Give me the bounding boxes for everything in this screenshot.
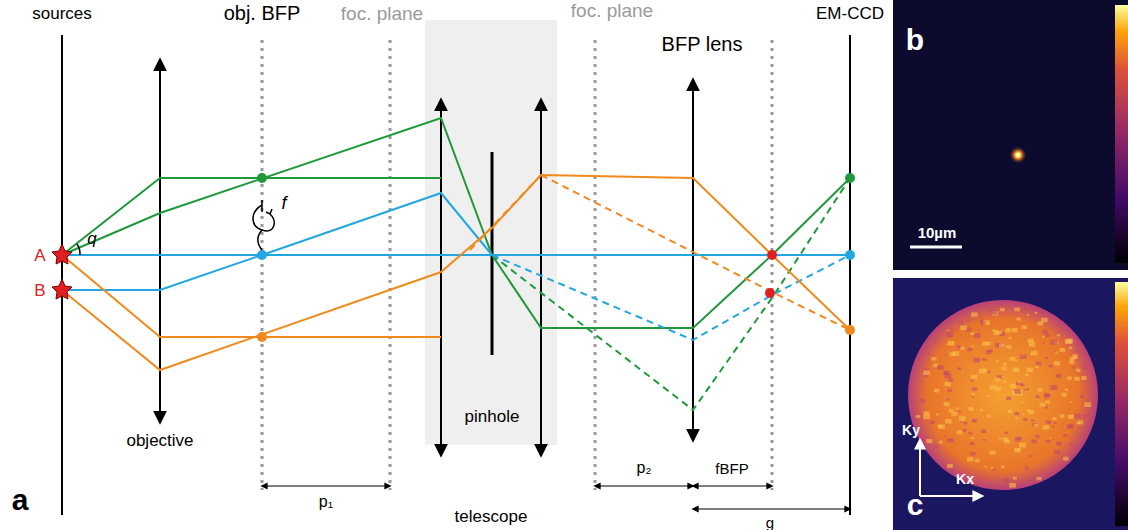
lens-label: objective: [126, 432, 193, 449]
plane-label: foc. plane: [571, 1, 653, 20]
source-label: B: [34, 282, 45, 299]
dimension-brackets: [264, 486, 848, 509]
image-panel-c: [893, 278, 1128, 530]
plane-label: EM-CCD: [816, 5, 884, 22]
rays: [62, 118, 850, 410]
source-label: A: [34, 247, 45, 264]
telescope-label: telescope: [455, 508, 528, 525]
rotation-symbol: [253, 200, 274, 250]
panel-letter: a: [12, 485, 29, 515]
panel-letter: b: [906, 25, 924, 55]
angle-label: q: [87, 230, 96, 247]
ray-dots: [257, 173, 855, 342]
plane-label: foc. plane: [341, 4, 423, 23]
source-stars: [52, 244, 72, 299]
panel-letter: c: [907, 490, 924, 520]
telescope-box: [425, 20, 557, 445]
dimension-label: fBFP: [715, 461, 748, 476]
rotation-label: f: [281, 194, 286, 212]
dimension-label: p₁: [319, 494, 333, 510]
dimension-label: p₂: [636, 460, 651, 476]
planes: [62, 35, 850, 515]
axis-label: Ky: [902, 423, 920, 437]
plane-label: obj. BFP: [224, 3, 301, 23]
dimension-label: g: [766, 515, 774, 530]
image-panel-b: [893, 0, 1128, 270]
plane-label: sources: [32, 5, 92, 22]
scale-label: 10µm: [918, 225, 957, 240]
lens-label: BFP lens: [662, 34, 743, 54]
axis-label: Kx: [956, 472, 974, 486]
lenses: [160, 60, 693, 455]
angle-arc: [77, 244, 80, 255]
pinhole-label: pinhole: [465, 408, 520, 425]
